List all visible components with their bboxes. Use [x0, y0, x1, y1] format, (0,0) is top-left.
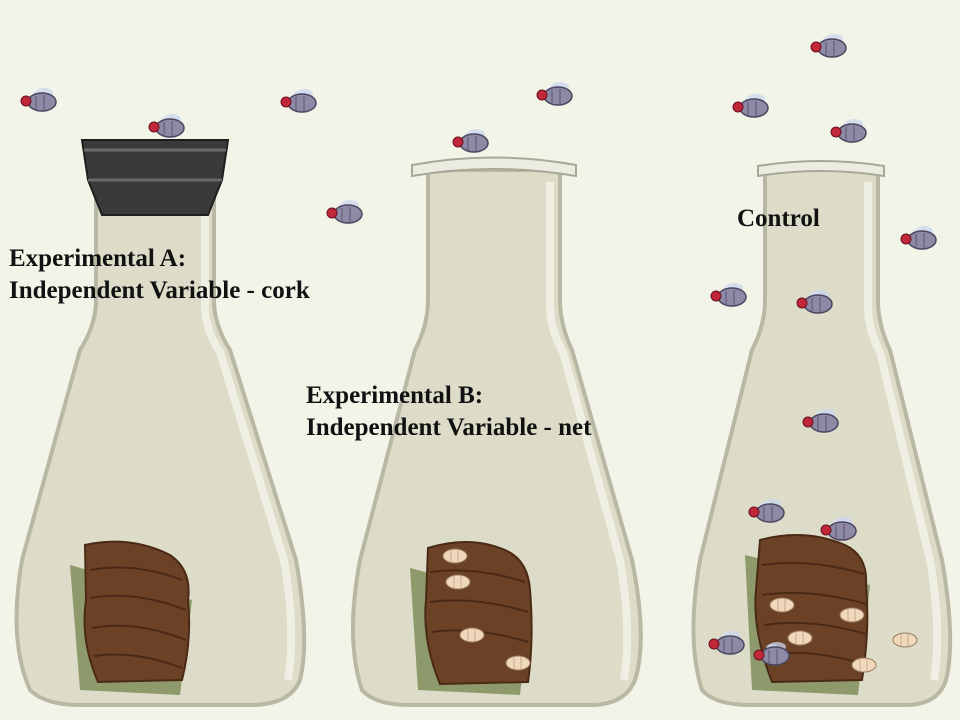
fly-icon	[326, 199, 363, 224]
label-experimental-a-title: Experimental A:	[9, 245, 187, 272]
net-cover	[411, 156, 577, 178]
flask-rim	[757, 160, 885, 178]
flask-control	[691, 160, 953, 707]
glass-highlight	[864, 182, 942, 681]
cork-stopper-icon	[80, 139, 230, 216]
maggot-icon	[769, 597, 795, 613]
label-experimental-a-variable: Independent Variable - cork	[9, 277, 310, 304]
maggot-icon	[839, 607, 865, 623]
label-experimental-a: Experimental A: Independent Variable - c…	[9, 243, 310, 307]
maggot-icon	[851, 657, 877, 673]
glass-highlight	[546, 182, 632, 681]
fly-icon	[148, 113, 185, 138]
erlenmeyer-flask-icon	[351, 168, 643, 707]
label-experimental-b: Experimental B: Independent Variable - n…	[306, 380, 591, 444]
maggot-icon	[445, 574, 471, 590]
maggot-icon	[459, 627, 485, 643]
fly-icon	[20, 87, 57, 112]
flask-b	[351, 156, 643, 707]
flask-a	[14, 139, 307, 707]
fly-icon	[452, 128, 489, 153]
maggot-icon	[442, 548, 468, 564]
fly-icon	[536, 81, 573, 106]
fly-icon	[280, 88, 317, 113]
maggot-icon	[892, 632, 918, 648]
fly-icon	[900, 225, 937, 250]
label-control: Control	[737, 203, 820, 235]
fly-icon	[710, 282, 747, 307]
maggot-icon	[505, 655, 531, 671]
fly-icon	[810, 33, 847, 58]
fly-icon	[732, 93, 769, 118]
meat-icon	[70, 540, 192, 695]
label-experimental-b-variable: Independent Variable - net	[306, 414, 592, 441]
meat-icon	[410, 540, 533, 695]
fly-icon	[830, 118, 867, 143]
label-control-title: Control	[737, 205, 820, 232]
maggot-icon	[787, 630, 813, 646]
glass-highlight	[201, 185, 296, 681]
label-experimental-b-title: Experimental B:	[306, 382, 484, 409]
